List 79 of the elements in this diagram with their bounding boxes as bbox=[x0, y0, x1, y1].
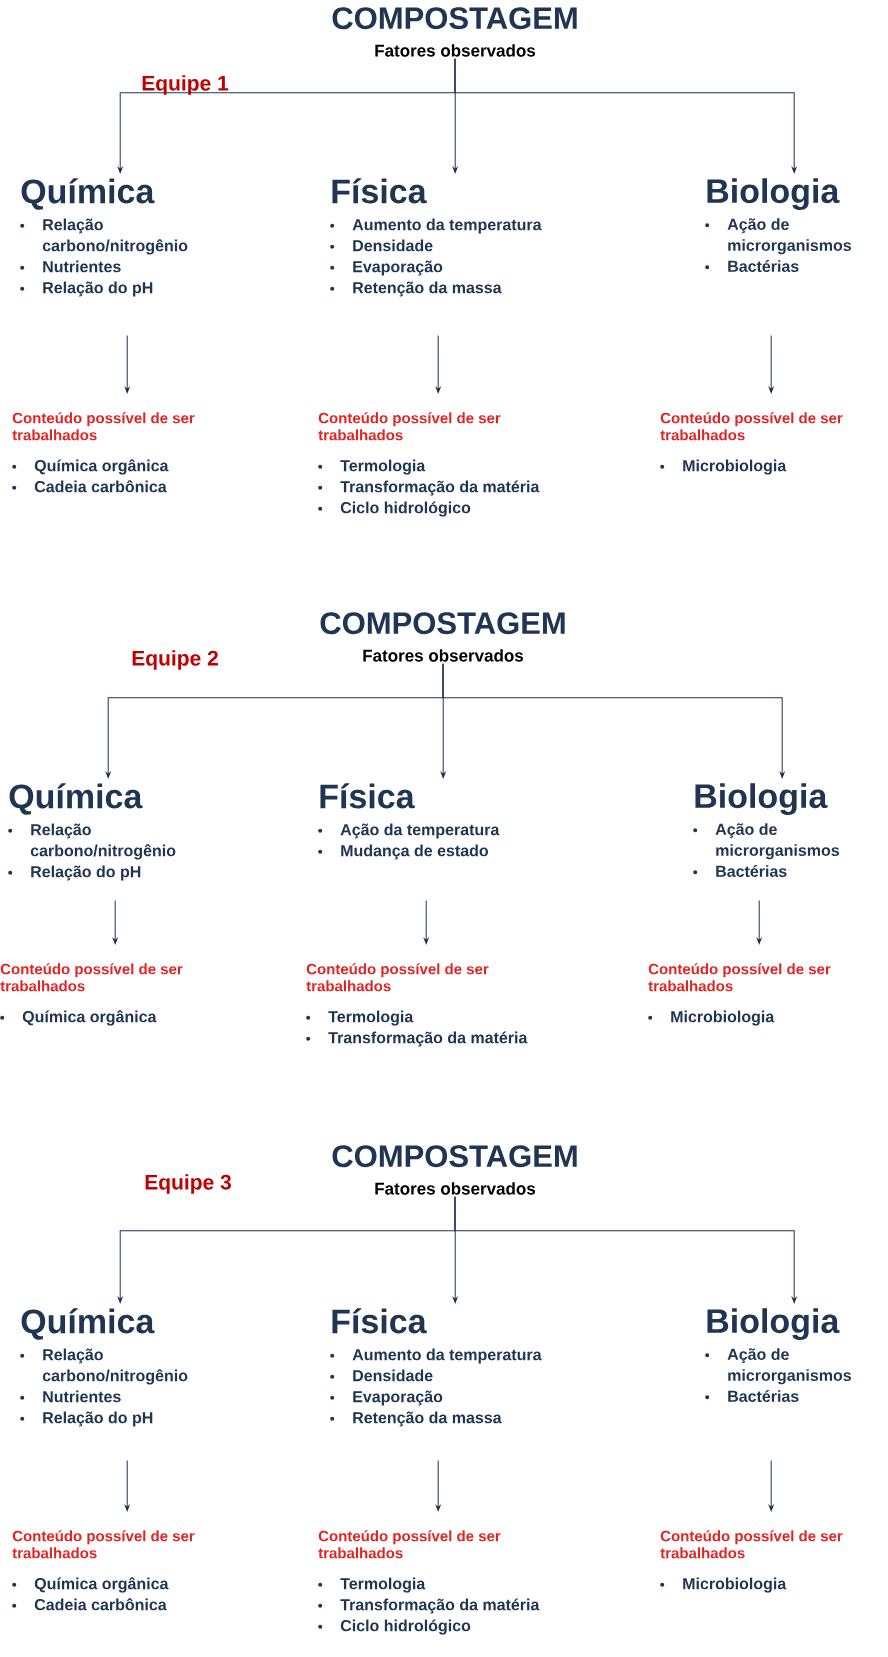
list-item: Transformação da matéria bbox=[318, 1598, 540, 1614]
list-item: Aumento da temperatura bbox=[330, 1348, 542, 1364]
list-item: Microbiologia bbox=[648, 1010, 775, 1026]
list-item: Evaporação bbox=[330, 1390, 443, 1406]
list-item: Transformação da matéria bbox=[306, 1031, 528, 1047]
list-item: Densidade bbox=[330, 239, 433, 252]
list-item: Relação carbono/nitrogênio bbox=[20, 218, 188, 255]
list-item: Termologia bbox=[318, 1577, 426, 1593]
list-item: Retenção da massa bbox=[330, 1411, 502, 1427]
list-item: Relação carbono/nitrogênio bbox=[20, 1348, 188, 1385]
category-heading: Biologia bbox=[695, 783, 828, 816]
title: COMPOSTAGEM bbox=[320, 612, 565, 635]
content-heading: Conteúdo possível de ser trabalhados bbox=[0, 963, 183, 992]
list-item: Relação do pH bbox=[20, 1411, 153, 1427]
category-heading: Física bbox=[320, 783, 415, 809]
list-item: Relação do pH bbox=[8, 865, 141, 881]
list-item: Retenção da massa bbox=[330, 281, 502, 297]
category-heading: Física bbox=[332, 178, 427, 204]
arrow bbox=[768, 1459, 774, 1512]
category-heading: Química bbox=[9, 783, 143, 815]
list-item: Cadeia carbônica bbox=[12, 1598, 167, 1611]
list-item: Nutrientes bbox=[20, 1390, 121, 1403]
list-item: Termologia bbox=[318, 459, 426, 475]
list-item: Transformação da matéria bbox=[318, 480, 540, 496]
list-item: Bactérias bbox=[693, 865, 787, 877]
subtitle: Fatores observados bbox=[375, 1182, 536, 1195]
arrow bbox=[442, 663, 785, 779]
category-heading: Química bbox=[21, 1308, 155, 1340]
list-item: Ação da temperatura bbox=[318, 823, 500, 839]
list-item: Química orgânica bbox=[12, 459, 169, 475]
list-item: Química orgânica bbox=[12, 1577, 169, 1593]
list-item: Cadeia carbônica bbox=[12, 480, 167, 493]
category-heading: Física bbox=[332, 1308, 427, 1334]
category-heading: Química bbox=[21, 178, 155, 210]
arrow bbox=[112, 899, 118, 945]
category-heading: Biologia bbox=[707, 1308, 840, 1341]
list-item: Ação de microrganismos bbox=[693, 823, 839, 860]
list-item: Bactérias bbox=[705, 1390, 799, 1402]
content-heading: Conteúdo possível de ser trabalhados bbox=[12, 412, 195, 441]
title: COMPOSTAGEM bbox=[332, 1145, 577, 1168]
team-label: Equipe 2 bbox=[132, 650, 218, 670]
content-heading: Conteúdo possível de ser trabalhados bbox=[648, 963, 831, 992]
content-heading: Conteúdo possível de ser trabalhados bbox=[318, 412, 501, 441]
subtitle: Fatores observados bbox=[363, 649, 524, 662]
arrow bbox=[768, 334, 774, 394]
content-heading: Conteúdo possível de ser trabalhados bbox=[12, 1530, 195, 1559]
content-heading: Conteúdo possível de ser trabalhados bbox=[306, 963, 489, 992]
arrow bbox=[124, 1459, 130, 1512]
title: COMPOSTAGEM bbox=[332, 7, 577, 30]
arrow bbox=[435, 1459, 441, 1512]
list-item: Mudança de estado bbox=[318, 844, 489, 860]
list-item: Ação de microrganismos bbox=[705, 1348, 851, 1385]
list-item: Termologia bbox=[306, 1010, 414, 1026]
list-item: Relação carbono/nitrogênio bbox=[8, 823, 176, 860]
list-item: Aumento da temperatura bbox=[330, 218, 542, 234]
subtitle: Fatores observados bbox=[375, 44, 536, 57]
list-item: Bactérias bbox=[705, 260, 799, 272]
list-item: Ação de microrganismos bbox=[705, 218, 851, 255]
arrow bbox=[454, 58, 797, 174]
arrow bbox=[756, 899, 762, 945]
list-item: Microbiologia bbox=[660, 459, 787, 475]
content-heading: Conteúdo possível de ser trabalhados bbox=[660, 1530, 843, 1559]
arrow bbox=[435, 334, 441, 394]
list-item: Ciclo hidrológico bbox=[318, 1619, 471, 1635]
list-item: Ciclo hidrológico bbox=[318, 501, 471, 517]
list-item: Relação do pH bbox=[20, 281, 153, 297]
arrow bbox=[124, 334, 130, 394]
team-label: Equipe 3 bbox=[145, 1174, 231, 1194]
arrow bbox=[423, 899, 429, 945]
list-item: Química orgânica bbox=[0, 1010, 157, 1026]
list-item: Evaporação bbox=[330, 260, 443, 276]
list-item: Microbiologia bbox=[660, 1577, 787, 1593]
team-label: Equipe 1 bbox=[142, 75, 229, 95]
arrow bbox=[454, 1196, 797, 1304]
category-heading: Biologia bbox=[707, 178, 840, 211]
content-heading: Conteúdo possível de ser trabalhados bbox=[660, 412, 843, 441]
list-item: Nutrientes bbox=[20, 260, 121, 273]
list-item: Densidade bbox=[330, 1369, 433, 1382]
content-heading: Conteúdo possível de ser trabalhados bbox=[318, 1530, 501, 1559]
